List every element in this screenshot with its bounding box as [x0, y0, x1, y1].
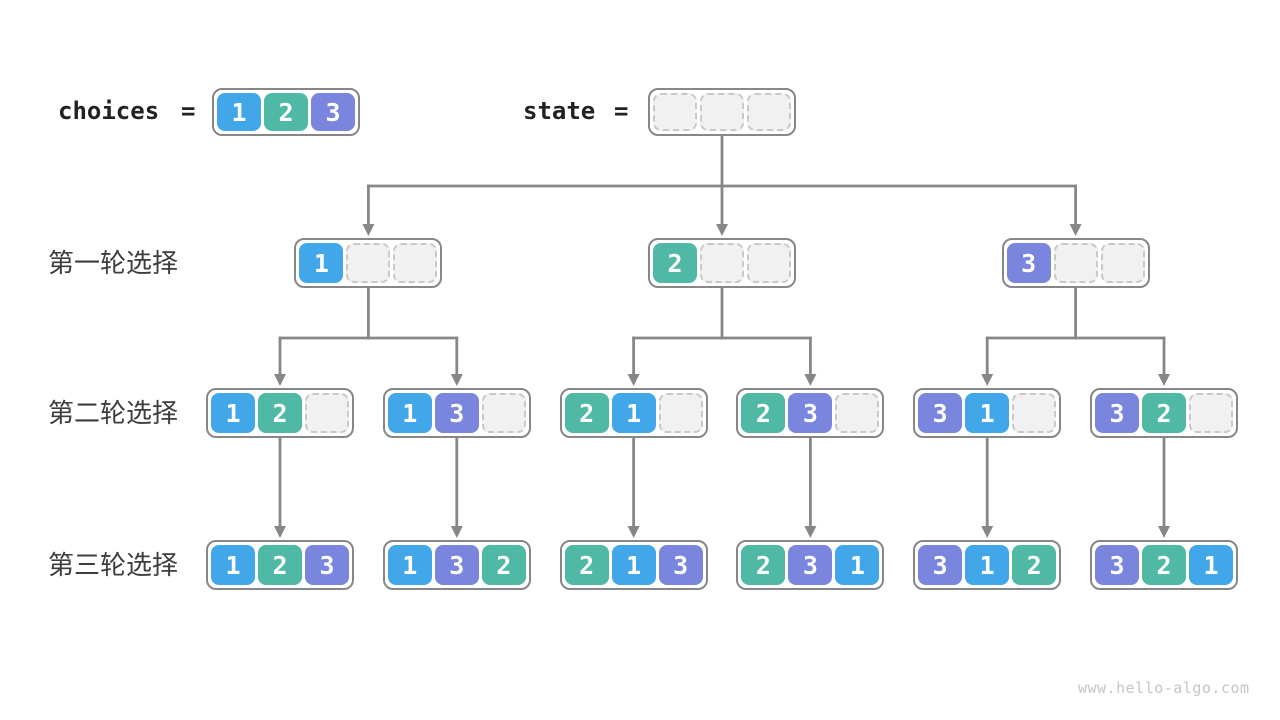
- arrow-head: [362, 224, 375, 236]
- array-cell-empty: [653, 93, 697, 131]
- array-cell-value: 2: [258, 393, 302, 433]
- arrow-head: [274, 374, 286, 386]
- array-cell-value: 3: [311, 93, 355, 131]
- array-cell-value: 1: [1189, 545, 1233, 585]
- array-cell-empty: [481, 393, 526, 433]
- array-cell-value: 2: [564, 393, 609, 433]
- array-cell-empty: [747, 243, 791, 283]
- row-label-round-2: 第二轮选择: [48, 398, 179, 428]
- state-equals-sign: =: [614, 97, 629, 125]
- array-cell-empty: [1053, 243, 1098, 283]
- array-cell-value: 3: [788, 393, 833, 433]
- array-cell-value: 1: [611, 545, 656, 585]
- array-cell-empty: [700, 243, 744, 283]
- arrow-head: [627, 526, 640, 538]
- array-cell-value: 1: [211, 393, 255, 433]
- arrow-head: [450, 526, 463, 538]
- array-cell-value: 3: [918, 545, 963, 585]
- array-cell-value: 3: [1006, 243, 1051, 283]
- array-cell-value: 3: [1095, 545, 1139, 585]
- arrow-head: [804, 374, 817, 386]
- array-node: 1: [294, 238, 443, 288]
- array-cell-value: 2: [1142, 393, 1186, 433]
- state-label: state: [523, 97, 596, 125]
- row-label-round-3: 第三轮选择: [48, 550, 179, 580]
- array-cell-value: 2: [564, 545, 609, 585]
- watermark: www.hello-algo.com: [1078, 679, 1250, 697]
- array-cell-value: 2: [1012, 545, 1057, 585]
- arrow-head: [981, 374, 994, 386]
- arrow-head: [1158, 374, 1170, 386]
- array-node: 2: [648, 238, 796, 288]
- array-cell-value: 3: [918, 393, 963, 433]
- arrow-head: [1158, 526, 1170, 538]
- array-cell-value: 1: [387, 545, 432, 585]
- array-cell-value: 3: [434, 545, 479, 585]
- arrow-head: [627, 374, 640, 386]
- arrow-head: [981, 526, 994, 538]
- arrow-head: [804, 526, 817, 538]
- array-cell-empty: [835, 393, 880, 433]
- choices-label: choices: [58, 97, 160, 125]
- array-cell-value: 1: [217, 93, 261, 131]
- array-cell-value: 2: [264, 93, 308, 131]
- array-cell-value: 3: [305, 545, 349, 585]
- state-array: [648, 88, 796, 136]
- choices-equals-sign: =: [181, 97, 196, 125]
- array-cell-empty: [747, 93, 791, 131]
- array-cell-value: 3: [788, 545, 833, 585]
- array-cell-empty: [305, 393, 349, 433]
- array-cell-empty: [1100, 243, 1145, 283]
- array-cell-value: 2: [653, 243, 697, 283]
- array-node: 3: [1001, 238, 1150, 288]
- array-cell-value: 3: [434, 393, 479, 433]
- array-cell-value: 1: [211, 545, 255, 585]
- array-cell-value: 2: [258, 545, 302, 585]
- array-cell-empty: [658, 393, 703, 433]
- arrow-head: [1069, 224, 1082, 236]
- array-cell-value: 1: [835, 545, 880, 585]
- array-cell-empty: [346, 243, 391, 283]
- arrow-head: [450, 374, 463, 386]
- array-cell-value: 3: [658, 545, 703, 585]
- array-cell-value: 2: [741, 393, 786, 433]
- array-cell-empty: [393, 243, 438, 283]
- array-cell-empty: [1012, 393, 1057, 433]
- array-cell-value: 3: [1095, 393, 1139, 433]
- arrow-head: [716, 224, 728, 236]
- row-label-round-1: 第一轮选择: [48, 248, 179, 278]
- array-cell-value: 1: [965, 545, 1010, 585]
- arrow-head: [274, 526, 286, 538]
- array-cell-value: 1: [299, 243, 344, 283]
- array-cell-value: 2: [741, 545, 786, 585]
- array-cell-value: 1: [611, 393, 656, 433]
- array-cell-value: 2: [481, 545, 526, 585]
- array-cell-value: 2: [1142, 545, 1186, 585]
- array-cell-empty: [700, 93, 744, 131]
- array-cell-value: 1: [387, 393, 432, 433]
- array-cell-value: 1: [965, 393, 1010, 433]
- array-cell-empty: [1189, 393, 1233, 433]
